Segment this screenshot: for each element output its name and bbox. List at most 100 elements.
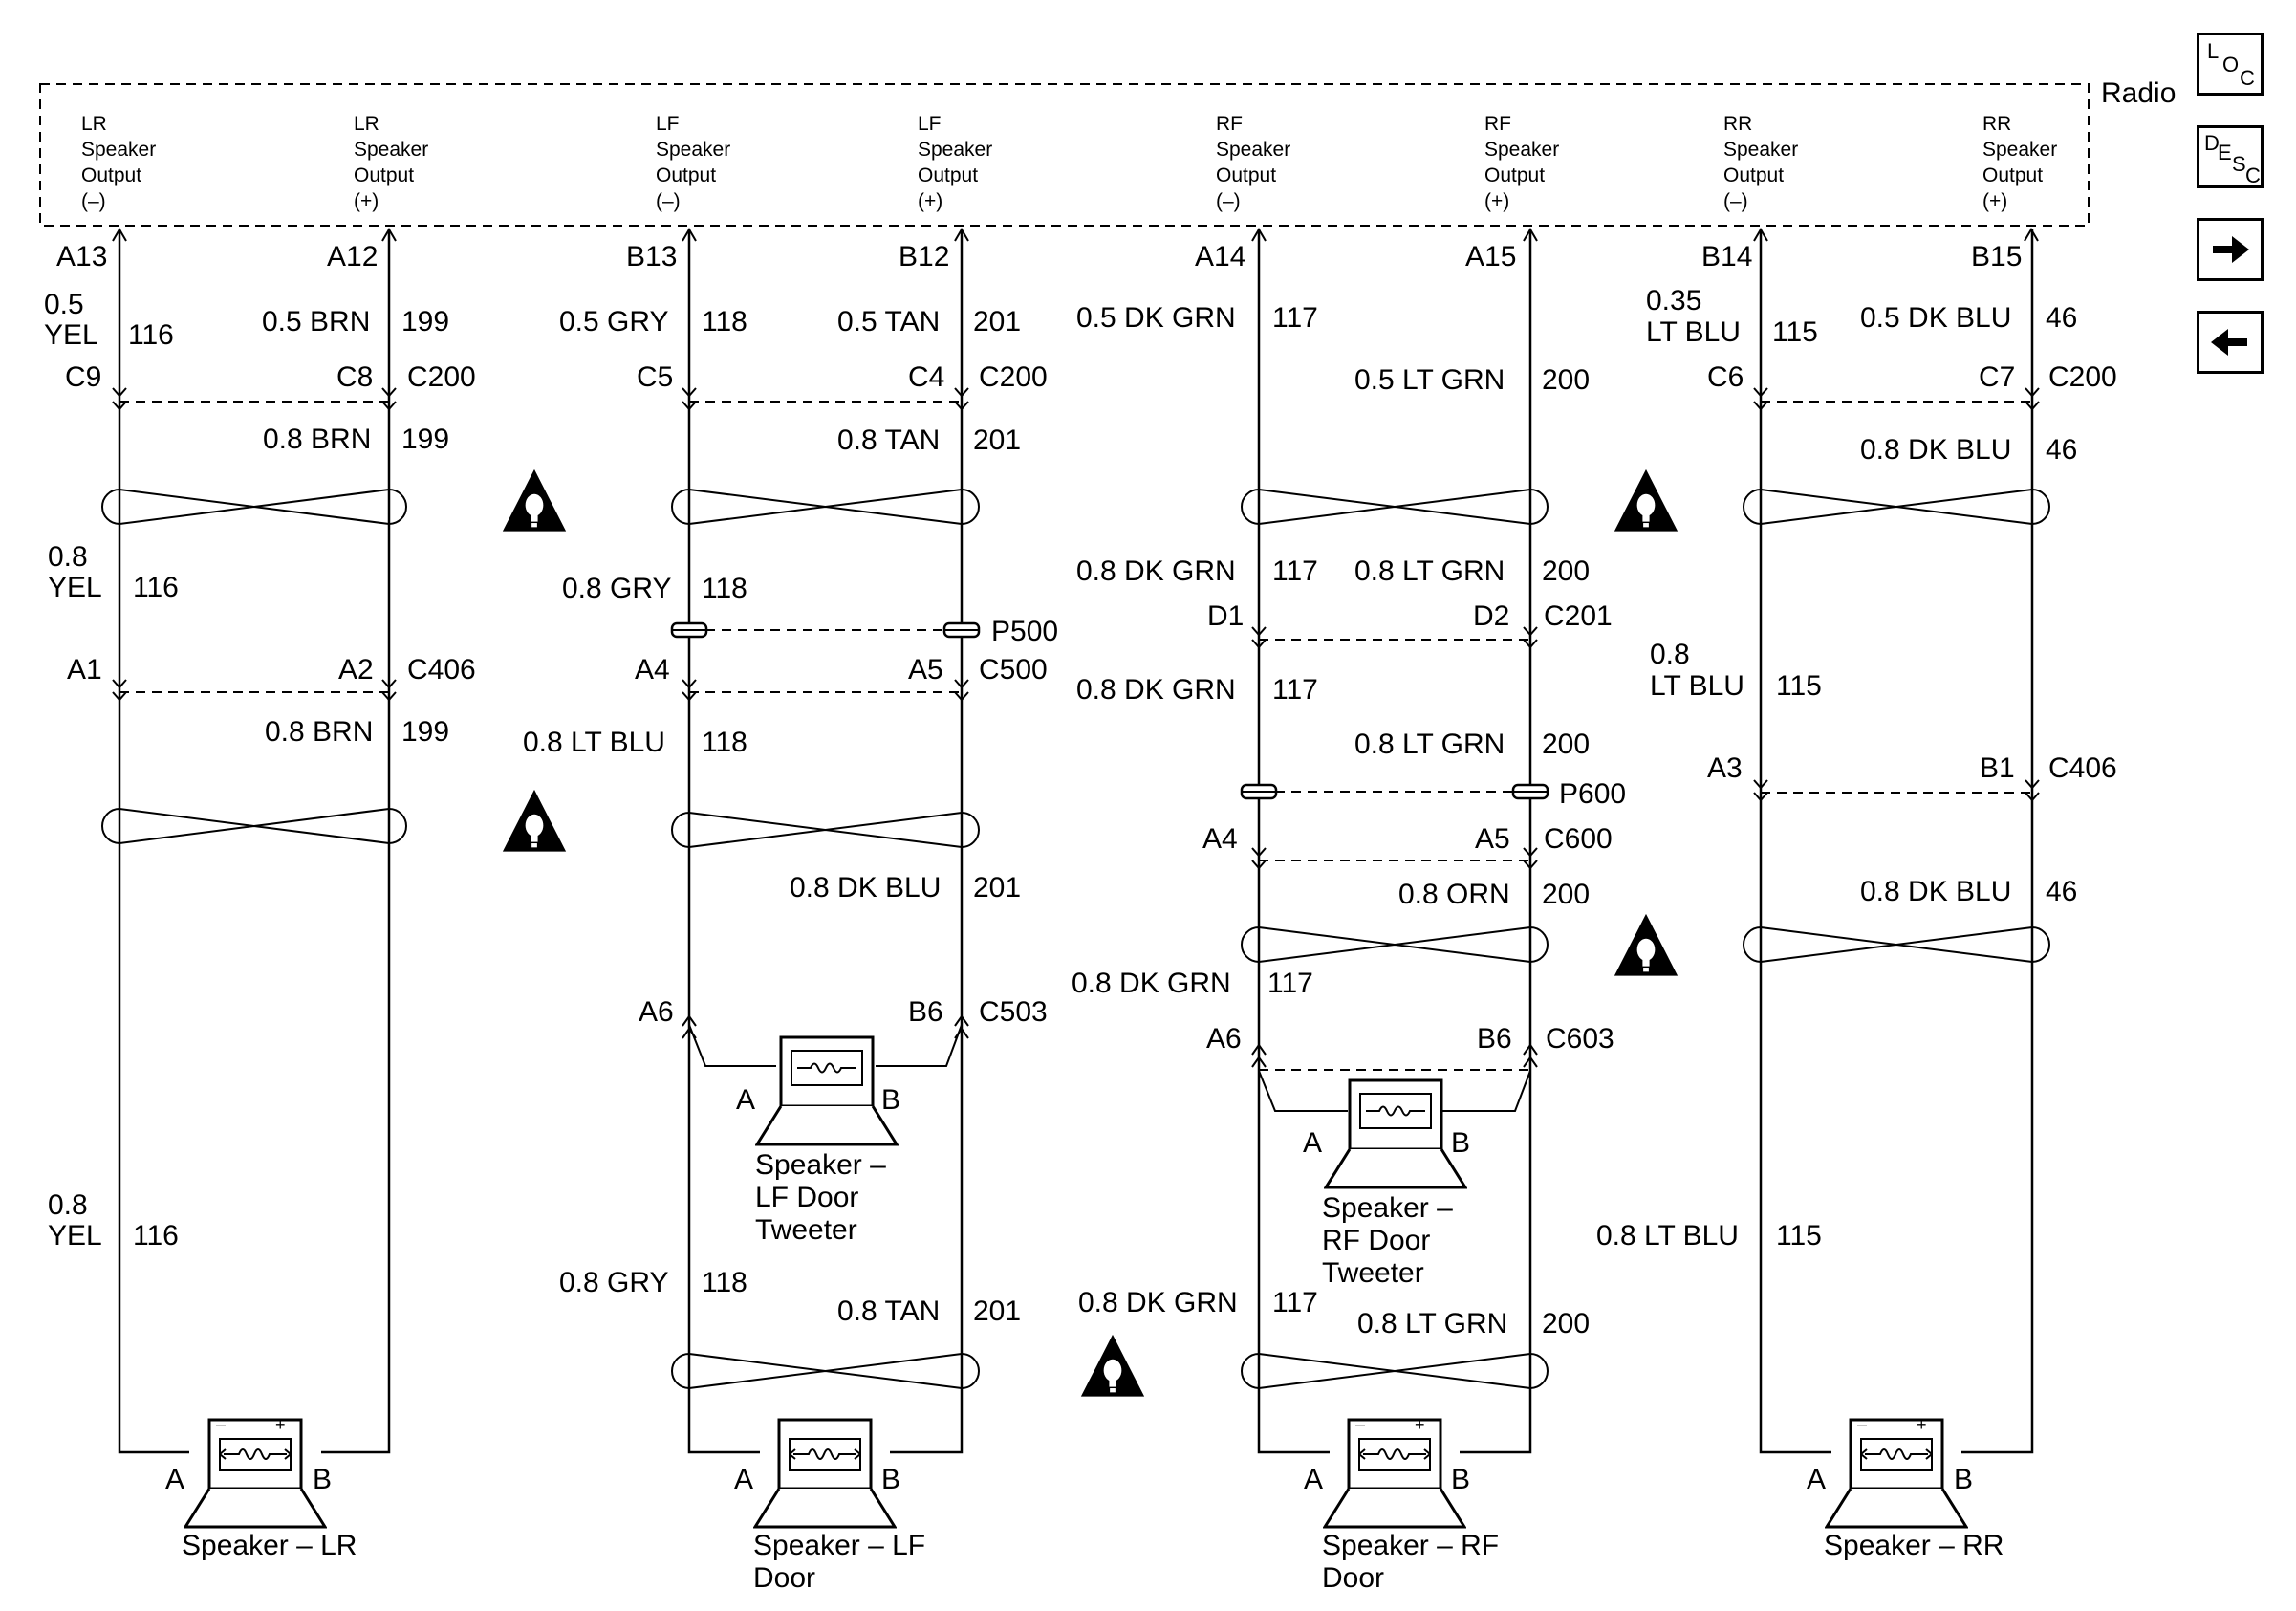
svg-text:117: 117 — [1272, 302, 1318, 334]
svg-text:Speaker –: Speaker – — [1322, 1192, 1453, 1224]
svg-text:Door: Door — [1322, 1562, 1384, 1594]
svg-text:199: 199 — [401, 306, 449, 337]
pin-b12: B12 — [899, 241, 949, 272]
svg-text:118: 118 — [702, 1267, 747, 1298]
svg-text:116: 116 — [133, 572, 179, 603]
svg-text:201: 201 — [973, 425, 1021, 456]
connector-lr-c200: C9 C8 C200 — [65, 361, 476, 411]
svg-text:0.8 DK GRN: 0.8 DK GRN — [1072, 968, 1231, 999]
svg-text:A: A — [736, 1084, 755, 1116]
svg-text:0.8 TAN: 0.8 TAN — [837, 1295, 940, 1327]
svg-text:C9: C9 — [65, 361, 101, 393]
svg-text:118: 118 — [702, 573, 747, 604]
svg-text:Speaker: Speaker — [656, 139, 730, 161]
previous-page-button[interactable] — [2197, 311, 2264, 374]
svg-text:B: B — [881, 1464, 900, 1495]
splice-p500: P500 — [670, 616, 1058, 647]
arrow-right-icon — [2213, 236, 2249, 263]
warning-icon[interactable] — [1614, 913, 1679, 976]
svg-text:115: 115 — [1772, 316, 1818, 348]
svg-text:A: A — [165, 1464, 184, 1495]
warning-icon[interactable] — [502, 468, 567, 532]
svg-text:A2: A2 — [338, 654, 374, 686]
svg-text:Speaker: Speaker — [918, 139, 992, 161]
warning-icon[interactable] — [1614, 468, 1679, 532]
description-button[interactable]: D E S C — [2197, 125, 2264, 188]
svg-text:(+): (+) — [1982, 190, 2007, 212]
svg-text:A6: A6 — [1206, 1023, 1242, 1055]
svg-text:LF: LF — [656, 113, 680, 135]
svg-text:Output: Output — [918, 164, 978, 186]
arrow-left-icon — [2211, 329, 2247, 356]
pin-arrowheads — [112, 228, 2039, 242]
splice-p600: P600 — [1240, 778, 1626, 810]
output-rr-neg: RR Speaker Output (–) — [1723, 113, 1798, 212]
svg-text:B6: B6 — [908, 996, 943, 1028]
next-page-button[interactable] — [2197, 218, 2264, 281]
speaker-lf-door: A B Speaker – LF Door — [734, 1418, 925, 1594]
pin-b13: B13 — [626, 241, 677, 272]
svg-text:A: A — [1303, 1127, 1322, 1159]
svg-text:0.8 ORN: 0.8 ORN — [1398, 879, 1510, 910]
speaker-rr: – + A B Speaker – RR — [1807, 1415, 2004, 1561]
svg-text:+: + — [275, 1415, 286, 1434]
svg-text:0.8 GRY: 0.8 GRY — [559, 1267, 669, 1298]
svg-text:0.8 DK GRN: 0.8 DK GRN — [1078, 1287, 1238, 1318]
svg-text:C6: C6 — [1707, 361, 1744, 393]
svg-text:Speaker: Speaker — [1723, 139, 1798, 161]
svg-text:(–): (–) — [1216, 190, 1241, 212]
svg-text:118: 118 — [702, 306, 747, 337]
twisted-pair-markers — [101, 488, 2050, 1390]
svg-text:(+): (+) — [354, 190, 379, 212]
pin-b14: B14 — [1701, 241, 1752, 272]
svg-text:LF Door: LF Door — [755, 1182, 858, 1213]
svg-text:0.8 DK BLU: 0.8 DK BLU — [790, 872, 941, 903]
svg-text:0.5: 0.5 — [44, 289, 84, 320]
connector-c603: A6 B6 C603 — [1206, 1023, 1614, 1071]
svg-text:0.35: 0.35 — [1646, 285, 1701, 316]
svg-text:YEL: YEL — [48, 1220, 102, 1252]
warning-icon[interactable] — [1080, 1334, 1145, 1397]
svg-text:Speaker – LR: Speaker – LR — [182, 1530, 357, 1561]
connector-c500: A4 A5 C500 — [635, 654, 1048, 702]
svg-text:–: – — [216, 1415, 226, 1434]
svg-text:A3: A3 — [1707, 752, 1743, 784]
svg-text:0.8 LT GRN: 0.8 LT GRN — [1357, 1308, 1507, 1339]
warning-icon[interactable] — [502, 789, 567, 852]
svg-text:+: + — [1415, 1415, 1425, 1434]
svg-text:46: 46 — [2046, 876, 2077, 907]
svg-text:B6: B6 — [1477, 1023, 1512, 1055]
svg-text:0.8 DK BLU: 0.8 DK BLU — [1860, 876, 2011, 907]
svg-text:C500: C500 — [979, 654, 1048, 686]
svg-text:0.8 BRN: 0.8 BRN — [263, 424, 371, 455]
svg-text:115: 115 — [1776, 1220, 1822, 1252]
svg-text:Speaker: Speaker — [1216, 139, 1290, 161]
tweeter-rf-door: A B Speaker – RF Door Tweeter — [1303, 1078, 1470, 1289]
connector-c406-right: A3 B1 C406 — [1707, 752, 2117, 802]
svg-text:201: 201 — [973, 872, 1021, 903]
svg-text:LR: LR — [81, 113, 107, 135]
svg-text:C200: C200 — [979, 361, 1048, 393]
svg-text:0.5 BRN: 0.5 BRN — [262, 306, 370, 337]
svg-text:Output: Output — [1484, 164, 1545, 186]
svg-text:+: + — [1917, 1415, 1927, 1434]
svg-text:B: B — [313, 1464, 332, 1495]
svg-text:117: 117 — [1272, 674, 1318, 706]
output-lr-pos: LR Speaker Output (+) — [354, 113, 428, 212]
svg-text:0.5 GRY: 0.5 GRY — [559, 306, 669, 337]
svg-text:Door: Door — [753, 1562, 815, 1594]
svg-text:201: 201 — [973, 1295, 1021, 1327]
svg-text:–: – — [1857, 1415, 1867, 1434]
svg-text:A4: A4 — [1202, 823, 1238, 855]
svg-text:(–): (–) — [81, 190, 106, 212]
svg-text:B: B — [1954, 1464, 1973, 1495]
svg-text:0.8 DK BLU: 0.8 DK BLU — [1860, 434, 2011, 466]
wire-lr-pos: 0.5 BRN 199 0.8 BRN 199 0.8 BRN 199 — [262, 229, 449, 1454]
svg-text:0.8 BRN: 0.8 BRN — [265, 716, 373, 748]
svg-text:0.5 DK GRN: 0.5 DK GRN — [1076, 302, 1236, 334]
svg-text:A4: A4 — [635, 654, 670, 686]
svg-text:199: 199 — [401, 716, 449, 748]
pin-a13: A13 — [56, 241, 107, 272]
location-button[interactable]: L O C — [2197, 33, 2264, 96]
